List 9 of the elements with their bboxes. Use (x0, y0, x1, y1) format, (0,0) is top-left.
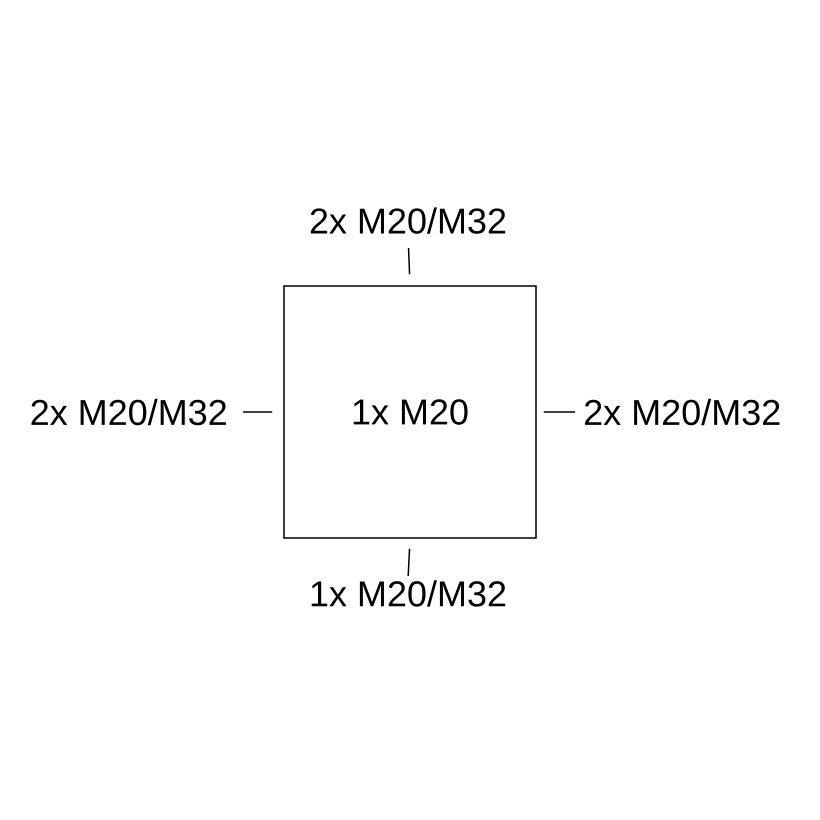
leader-line (243, 411, 272, 413)
entry-label: 2x M20/M32 (310, 207, 506, 234)
entry-label: 2x M20/M32 (32, 398, 226, 426)
entry-label: 2x M20/M32 (585, 398, 780, 426)
leader-line (544, 411, 575, 413)
entry-label: 1x M20/M32 (312, 580, 506, 607)
connection-box: 1x M20 (283, 285, 537, 539)
leader-line (408, 248, 410, 274)
leader-line (407, 548, 410, 576)
